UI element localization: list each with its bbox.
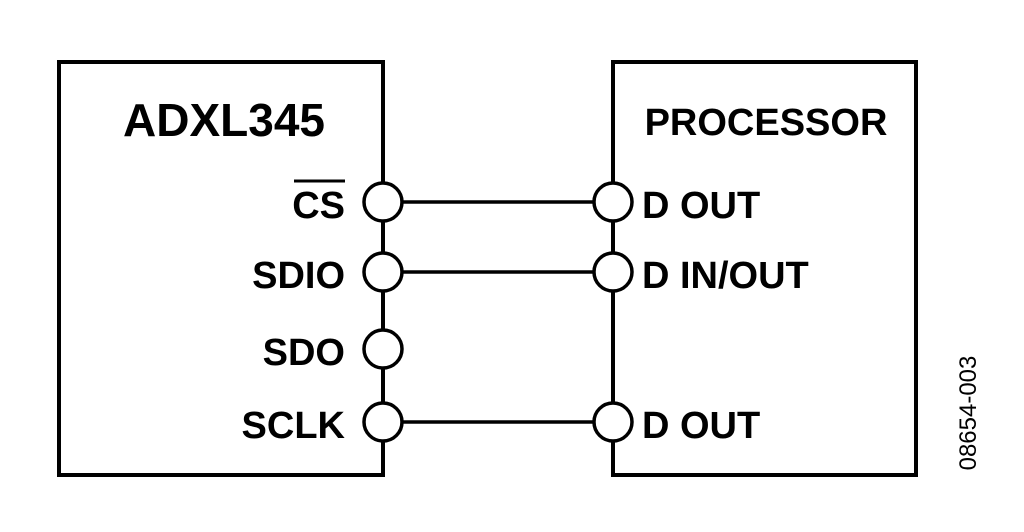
pin-cs-label: CS (292, 185, 345, 227)
processor-title: PROCESSOR (645, 102, 888, 144)
proc-pin-dinout-label: D IN/OUT (642, 255, 809, 297)
pin-sdo-circle (362, 328, 404, 370)
adxl345-title: ADXL345 (123, 94, 325, 146)
proc-pin-dout-2-label: D OUT (642, 405, 760, 447)
pin-sdo-label: SDO (263, 332, 345, 374)
pin-cs-circle (362, 181, 404, 223)
pin-dout-2-circle (592, 401, 634, 443)
pin-sdio-circle (362, 251, 404, 293)
pin-dinout-circle (592, 251, 634, 293)
proc-pin-dout-1-label: D OUT (642, 185, 760, 227)
pin-sclk-circle (362, 401, 404, 443)
pin-dout-1-circle (592, 181, 634, 223)
figure-id: 08654-003 (955, 356, 982, 471)
pin-sdio-label: SDIO (252, 255, 345, 297)
pin-sclk-label: SCLK (242, 405, 346, 447)
